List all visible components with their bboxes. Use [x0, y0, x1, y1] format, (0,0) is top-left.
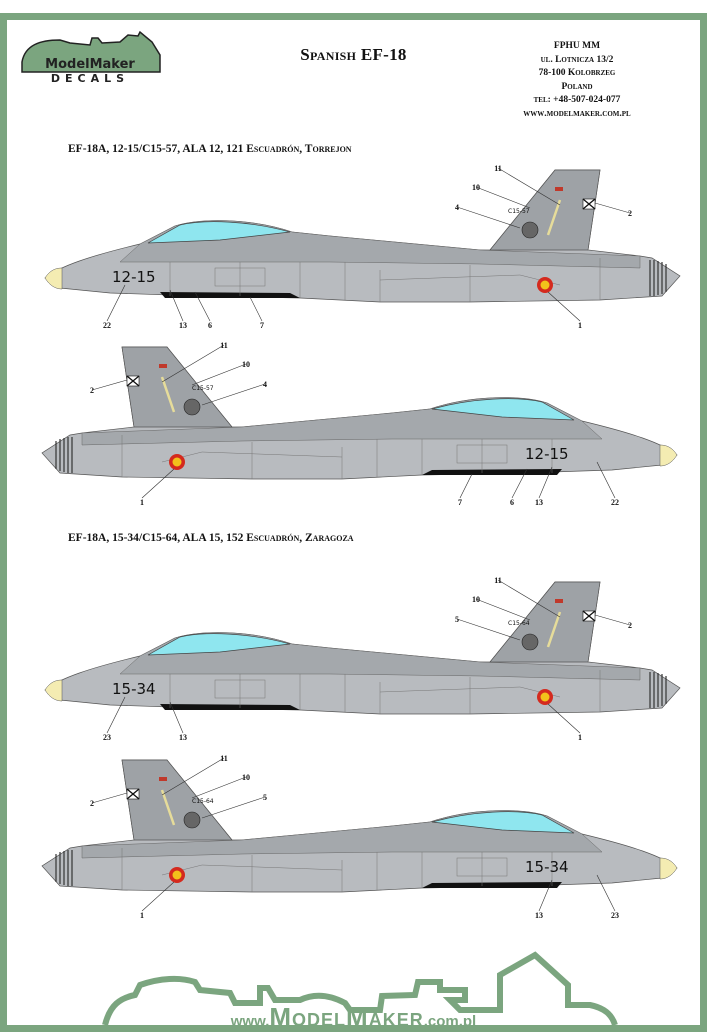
callout-line [594, 202, 631, 214]
callout-number: 7 [458, 498, 462, 507]
callout-line [475, 598, 531, 621]
aircraft-profile: 15-34 C15-64 10 11 5 2 1 23 13 [40, 754, 679, 920]
callout-number: 10 [472, 183, 480, 192]
aircraft-code: 15-34 [525, 858, 569, 876]
company-name: FPHU MM [553, 41, 601, 51]
callout-number: 4 [455, 203, 459, 212]
callout-number: 10 [242, 773, 250, 782]
country: Poland [561, 81, 593, 92]
tail-code: C15-57 [508, 208, 530, 215]
callout-line [201, 383, 266, 406]
callout-line [194, 291, 211, 322]
tail-code: C15-57 [192, 385, 214, 392]
callout-number: 2 [628, 621, 632, 630]
callout-number: 13 [535, 498, 543, 507]
callout-number: 11 [220, 754, 228, 763]
aircraft-profile: 12-15 C15-57 10 11 4 2 1 7 6 22 13 [40, 341, 679, 507]
callout-number: 5 [263, 793, 267, 802]
street: ul. Lotnicza 13/2 [540, 54, 614, 65]
callout-number: 4 [263, 380, 267, 389]
callout-number: 23 [611, 911, 619, 920]
callout-number: 13 [535, 911, 543, 920]
callout-number: 1 [578, 321, 582, 330]
callout-number: 22 [611, 498, 619, 507]
callout-line [141, 468, 175, 499]
callout-number: 2 [90, 799, 94, 808]
callout-number: 5 [455, 615, 459, 624]
page-frame [0, 13, 707, 1032]
callout-number: 1 [140, 498, 144, 507]
ef-18-jet-drawing [40, 758, 679, 894]
callout-number: 23 [103, 733, 111, 742]
callout-line [91, 792, 128, 804]
callout-line [511, 468, 528, 499]
callout-line [594, 614, 631, 626]
callout-number: 13 [179, 733, 187, 742]
callout-number: 10 [472, 595, 480, 604]
footer-website[interactable]: www.ModelMaker.com.pl [230, 1002, 477, 1032]
address-block: FPHU MM ul. Lotnicza 13/2 78-100 Kolobrz… [487, 40, 667, 121]
callout-line [201, 796, 266, 819]
callout-line [456, 206, 521, 229]
callout-number: 2 [628, 209, 632, 218]
callout-number: 13 [179, 321, 187, 330]
callout-line [191, 776, 247, 799]
svg-text:ModelMaker: ModelMaker [45, 57, 135, 72]
callout-line [169, 701, 184, 734]
section-heading-zaragoza: EF-18A, 15-34/C15-64, ALA 15, 152 Escuad… [68, 532, 354, 544]
callout-line [456, 618, 521, 641]
ef-18-jet-drawing [40, 345, 679, 481]
callout-line [497, 167, 561, 206]
callout-number: 1 [578, 733, 582, 742]
aircraft-profile: 15-34 C15-64 11 10 5 2 23 13 1 [43, 576, 682, 742]
callout-line [161, 344, 225, 383]
callout-line [161, 757, 225, 796]
callout-line [191, 363, 247, 386]
callout-number: 1 [140, 911, 144, 920]
svg-text:DECALS: DECALS [51, 72, 129, 85]
callout-line [547, 703, 581, 734]
callout-line [141, 881, 175, 912]
callout-number: 2 [90, 386, 94, 395]
sheet-title: Spanish EF-18 [300, 45, 407, 64]
website[interactable]: www.modelmaker.com.pl [523, 108, 631, 119]
callout-number: 11 [494, 164, 502, 173]
callout-line [106, 284, 126, 322]
callout-line [547, 291, 581, 322]
callout-number: 7 [260, 321, 264, 330]
tail-code: C15-64 [192, 798, 214, 805]
callout-line [538, 879, 553, 912]
callout-number: 6 [510, 498, 514, 507]
callout-number: 6 [208, 321, 212, 330]
callout-line [91, 379, 128, 391]
callout-line [459, 473, 473, 499]
callout-line [475, 186, 531, 209]
callout-number: 10 [242, 360, 250, 369]
section-heading-torrejon: EF-18A, 12-15/C15-57, ALA 12, 121 Escuad… [68, 143, 352, 155]
phone: tel: +48-507-024-077 [533, 95, 621, 105]
skyline-outline [102, 951, 618, 1027]
tail-code: C15-64 [508, 620, 530, 627]
callout-line [596, 874, 616, 912]
callout-number: 11 [494, 576, 502, 585]
callout-number: 22 [103, 321, 111, 330]
aircraft-code: 15-34 [112, 680, 156, 698]
callout-number: 11 [220, 341, 228, 350]
modelmaker-logo: ModelMaker DECALS [21, 30, 161, 85]
city: 78-100 Kolobrzeg [538, 68, 616, 78]
aircraft-code: 12-15 [525, 445, 569, 463]
callout-line [538, 466, 553, 499]
aircraft-code: 12-15 [112, 268, 156, 286]
callout-line [249, 296, 263, 322]
callout-line [169, 289, 184, 322]
callout-line [497, 579, 561, 618]
callout-line [106, 696, 126, 734]
callout-line [596, 461, 616, 499]
